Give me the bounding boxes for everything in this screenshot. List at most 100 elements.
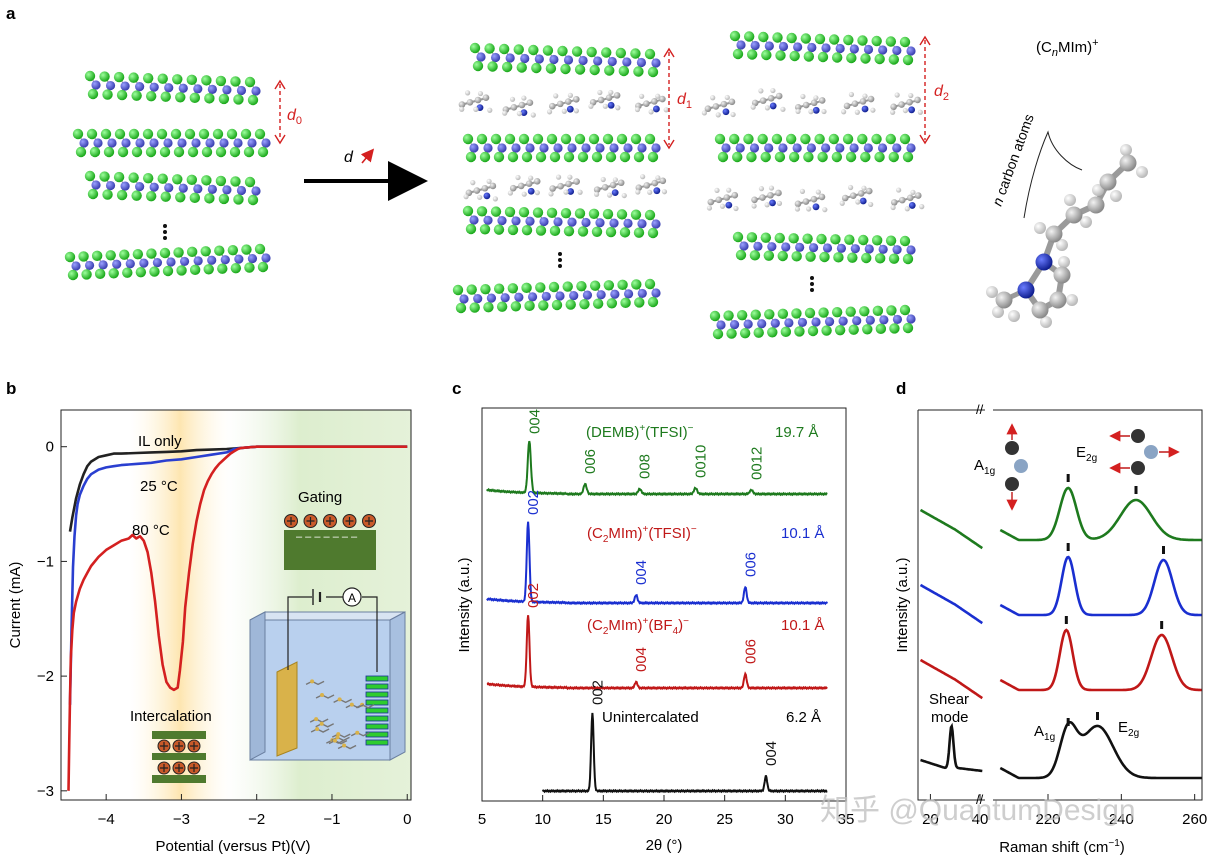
b-slab-1-metal-atom — [636, 57, 647, 68]
c-slab-1-metal-atom — [835, 43, 845, 54]
b-slab-4-chalcogen-atom — [548, 281, 560, 293]
b-ion-2-hydrogen-atom — [567, 174, 573, 180]
c-slab-3-chalcogen-atom — [861, 252, 872, 264]
a-ellipsis-dot — [163, 230, 167, 234]
b-ion-2-hydrogen-atom — [470, 180, 476, 186]
c-slab-4-chalcogen-atom — [818, 307, 829, 318]
il-atom — [335, 735, 340, 740]
c-series-line-2 — [486, 615, 828, 691]
b-slab-3-metal-atom — [595, 218, 605, 228]
c-slab-2-chalcogen-atom — [760, 151, 771, 163]
a-slab-3-chalcogen-atom — [230, 176, 241, 187]
c-slab-1-chalcogen-atom — [789, 50, 800, 62]
b-slab-4-chalcogen-atom — [576, 280, 587, 292]
c-ion-1-hydrogen-atom — [841, 109, 847, 115]
b-slab-3-metal-atom — [623, 218, 633, 228]
panel-a: a d0 d1 d2 d (CnMIm)+ n carbon atoms — [6, 4, 1148, 340]
c-slab-2-chalcogen-atom — [874, 151, 885, 163]
b-ion-1-hydrogen-atom — [502, 110, 508, 116]
c-slab-4-chalcogen-atom — [791, 308, 802, 319]
c-peak-label: 004 — [633, 647, 650, 672]
b-ion-2-hydrogen-atom — [612, 177, 618, 183]
stack-layer — [365, 691, 389, 698]
b-slab-3-chalcogen-atom — [507, 224, 519, 236]
c-slab-1-chalcogen-atom — [899, 36, 911, 48]
c-ion-1-carbon-atom — [775, 92, 783, 100]
a-slab-4-chalcogen-atom — [227, 244, 239, 256]
b-ion-1-carbon-atom — [605, 94, 613, 101]
a-slab-2-chalcogen-atom — [100, 128, 112, 140]
b-ion-2-carbon-atom — [473, 187, 481, 194]
c-slab-1-metal-atom — [906, 46, 916, 56]
b-ion-1-carbon-atom — [474, 96, 482, 104]
b-slab-3-chalcogen-atom — [493, 224, 505, 235]
a-slab-4-chalcogen-atom — [64, 251, 76, 263]
gating-film — [284, 530, 376, 570]
a1g-atom-bottom — [1005, 477, 1019, 491]
b-slab-3-metal-atom — [651, 219, 661, 229]
b-slab-1-metal-atom — [622, 57, 632, 67]
b-slab-2-chalcogen-atom — [546, 133, 558, 145]
c-slab-2-chalcogen-atom — [714, 133, 726, 145]
c-ion-2-hydrogen-atom — [726, 187, 732, 193]
ammeter-label: A — [348, 591, 356, 605]
c-peak-label: 008 — [637, 454, 654, 479]
c-slab-2-chalcogen-atom — [899, 133, 911, 145]
b-ion-1-carbon-atom — [557, 100, 564, 108]
b-ion-2-nitrogen-atom — [483, 192, 491, 200]
a-slab-4-metal-atom — [179, 256, 190, 267]
b-slab-1-chalcogen-atom — [630, 48, 641, 59]
c-ion-1-carbon-atom — [898, 101, 905, 108]
c-slab-3-chalcogen-atom — [732, 231, 744, 243]
c-ion-1-hydrogen-atom — [795, 108, 801, 114]
b-slab-2-chalcogen-atom — [630, 133, 642, 145]
c-slab-4-chalcogen-atom — [862, 324, 873, 335]
c-slab-4-metal-atom — [879, 315, 889, 325]
cell-right-face — [389, 611, 406, 761]
b-ion-2-hydrogen-atom — [521, 191, 527, 197]
c-ion-1-carbon-atom — [728, 98, 736, 106]
il-molecule — [309, 718, 329, 723]
b-slab-2-chalcogen-atom — [532, 133, 544, 145]
b-ion-2-carbon-atom — [517, 182, 525, 190]
b-slab-3-chalcogen-atom — [588, 208, 600, 219]
b-ion-2-carbon-atom — [549, 185, 556, 192]
c-ion-1-hydrogen-atom — [724, 94, 730, 101]
b-ion-2-carbon-atom — [659, 177, 667, 185]
c-ion-2-hydrogen-atom — [764, 202, 770, 208]
a-slab-2-metal-atom — [93, 138, 103, 148]
b-ion-1-hydrogen-atom — [663, 107, 669, 113]
b-ion-2-carbon-atom — [481, 184, 489, 192]
b-slab-4-chalcogen-atom — [565, 299, 576, 310]
c-slab-4-metal-atom — [824, 316, 835, 327]
electrochemical-cell: A — [249, 587, 406, 761]
b-ion-1-nitrogen-atom — [607, 101, 615, 109]
e2g-mode-diagram: E2g — [1076, 429, 1180, 475]
c-ion-2-hydrogen-atom — [719, 203, 726, 209]
a-slab-3-chalcogen-atom — [87, 188, 99, 200]
panel-letter-c: c — [452, 379, 461, 398]
c-slab-3-chalcogen-atom — [735, 249, 747, 261]
a-slab-3-metal-atom — [222, 185, 232, 195]
c-slab-3-chalcogen-atom — [763, 250, 775, 261]
a-slab-1-chalcogen-atom — [116, 89, 128, 101]
a-slab-3-chalcogen-atom — [99, 171, 110, 182]
stack-layer — [365, 731, 389, 738]
c-slab-4-chalcogen-atom — [764, 309, 775, 320]
b-ion-1-carbon-atom — [482, 94, 490, 102]
a-slab-4-chalcogen-atom — [162, 265, 174, 277]
a-slab-3-chalcogen-atom — [160, 191, 171, 202]
c-slab-1-metal-atom — [863, 44, 874, 55]
a-slab-2-chalcogen-atom — [114, 128, 126, 140]
c-slab-4-metal-atom — [797, 317, 808, 328]
b-slab-3-metal-atom — [511, 216, 521, 226]
b-ion-2-carbon-atom — [635, 184, 643, 191]
c-series-line-1 — [486, 521, 829, 606]
a-slab-4-metal-atom — [234, 254, 244, 264]
il-atom — [342, 743, 347, 748]
a-slab-1-chalcogen-atom — [157, 73, 168, 84]
cation-label: (CnMIm)+ — [1036, 37, 1099, 59]
b-slab-4-metal-atom — [500, 293, 510, 303]
il-molecule — [333, 698, 352, 704]
